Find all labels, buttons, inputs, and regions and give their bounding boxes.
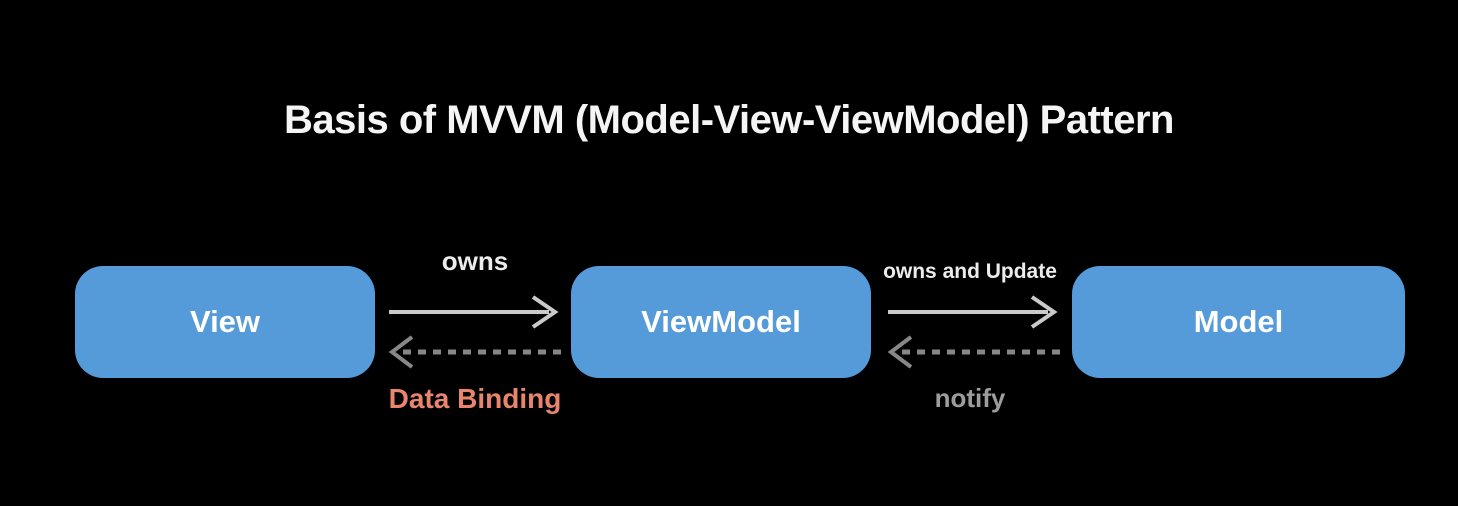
edge-label-owns: owns: [441, 246, 509, 276]
node-viewmodel-label: ViewModel: [641, 304, 801, 339]
node-model: Model: [1072, 266, 1405, 378]
solid-arrow-right-icon: [888, 295, 1058, 329]
edge-label-owns-and-update: owns and Update: [883, 260, 1057, 283]
dashed-arrow-left-icon: [887, 335, 1060, 369]
edge-label-notify: notify: [934, 383, 1006, 413]
diagram-title: Basis of MVVM (Model-View-ViewModel) Pat…: [284, 98, 1175, 142]
edge-label-data-binding: Data Binding: [388, 383, 562, 414]
node-view-label: View: [189, 304, 261, 339]
node-view: View: [75, 266, 375, 378]
solid-arrow-right-icon: [389, 295, 559, 329]
node-model-label: Model: [1193, 304, 1284, 339]
dashed-arrow-left-icon: [388, 335, 561, 369]
node-viewmodel: ViewModel: [571, 266, 871, 378]
